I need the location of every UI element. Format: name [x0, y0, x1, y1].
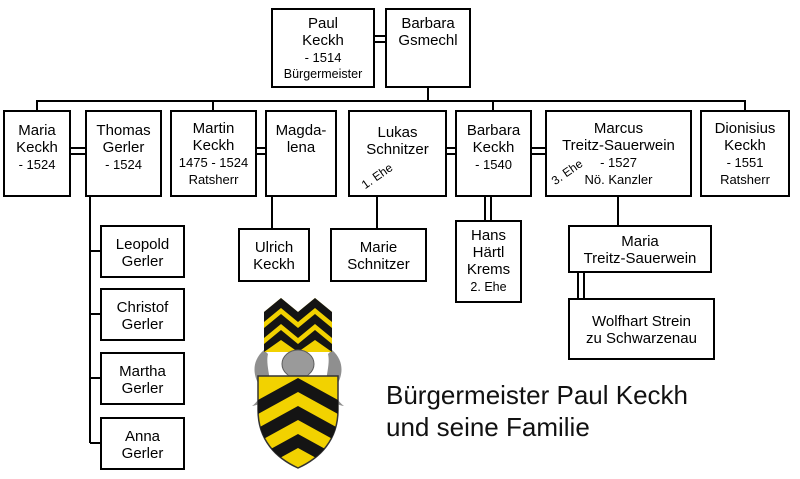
person-box-leopold-gerler: Leopold Gerler: [100, 225, 185, 278]
person-box-christof-gerler: Christof Gerler: [100, 288, 185, 341]
person-line: Maria: [621, 233, 659, 250]
person-line: - 1551: [726, 155, 764, 170]
person-box-thomas-gerler: Thomas Gerler - 1524: [85, 110, 162, 197]
person-line: Ulrich: [254, 239, 294, 256]
marriage-line-maria-wolfhart: [577, 273, 585, 298]
person-line: Gerler: [121, 445, 164, 462]
descent-lines-generation-1: [36, 88, 746, 110]
person-box-dionisius-keckh: Dionisius Keckh - 1551 Ratsherr: [700, 110, 790, 197]
person-line: Anna: [124, 428, 161, 445]
marriage-line-paul-barbara: [375, 35, 385, 43]
person-line: Magda-: [275, 122, 327, 139]
person-line: - 1514: [304, 50, 342, 65]
person-line: Treitz-Sauerwein: [583, 250, 697, 267]
person-box-martha-gerler: Martha Gerler: [100, 352, 185, 405]
person-box-maria-treitz-sauerwein: Maria Treitz-Sauerwein: [568, 225, 712, 273]
person-box-wolfhart-strein: Wolfhart Strein zu Schwarzenau: [568, 298, 715, 360]
person-line: 1475 - 1524: [178, 155, 249, 170]
keckh-coat-of-arms: [252, 298, 344, 469]
person-line: Ratsherr: [188, 172, 239, 187]
person-line: Keckh: [192, 137, 235, 154]
person-line: Marcus: [593, 120, 644, 137]
person-line: Keckh: [253, 256, 295, 273]
person-line: Härtl: [472, 244, 505, 261]
person-line: Keckh: [16, 139, 58, 156]
person-line: zu Schwarzenau: [586, 330, 697, 347]
person-line: Barbara: [401, 15, 455, 32]
diagram-title: Bürgermeister Paul Keckh und seine Famil…: [386, 379, 688, 443]
person-line: Gerler: [121, 253, 164, 270]
person-line: Bürgermeister: [283, 67, 363, 81]
person-box-magdalena: Magda- lena: [265, 110, 337, 197]
person-line: Ratsherr: [720, 172, 770, 187]
person-line: Krems: [466, 261, 511, 278]
person-line: Schnitzer: [347, 256, 410, 273]
person-box-marie-schnitzer: Marie Schnitzer: [330, 228, 427, 282]
marriage-order-label: 1. Ehe: [358, 160, 396, 192]
person-line: - 1540: [475, 157, 512, 172]
person-line: Schnitzer: [366, 141, 429, 158]
person-line: Gerler: [102, 139, 145, 156]
crest-wings: [264, 298, 332, 352]
person-line: Leopold: [115, 236, 170, 253]
person-line: Gerler: [121, 316, 164, 333]
descent-lines-generation-3: [271, 197, 619, 228]
diagram-title-line1: Bürgermeister Paul Keckh: [386, 380, 689, 410]
person-line: Barbara: [466, 122, 521, 139]
person-box-maria-keckh: Maria Keckh - 1524: [3, 110, 71, 197]
person-line: Martha: [119, 363, 166, 380]
person-box-hans-haertl: Hans Härtl Krems 2. Ehe: [455, 220, 522, 303]
person-line: lena: [286, 139, 316, 156]
person-box-anna-gerler: Anna Gerler: [100, 417, 185, 470]
person-line: Gerler: [121, 380, 164, 397]
person-line: - 1524: [105, 157, 142, 172]
person-line: Keckh: [302, 32, 344, 49]
person-box-paul-keckh: Paul Keckh - 1514 Bürgermeister: [271, 8, 375, 88]
person-box-barbara-gsmechl: Barbara Gsmechl: [385, 8, 471, 88]
person-line: Thomas: [96, 122, 151, 139]
person-line: Keckh: [724, 137, 766, 154]
person-line: Keckh: [472, 139, 515, 156]
person-line: - 1524: [18, 157, 56, 172]
shield: [257, 375, 339, 469]
person-line: Gsmechl: [398, 32, 458, 49]
person-line: Maria: [18, 122, 56, 139]
person-line: Nö. Kanzler: [584, 172, 653, 187]
person-box-lukas-schnitzer: Lukas Schnitzer 1. Ehe: [348, 110, 447, 197]
person-line: Lukas: [377, 124, 418, 141]
diagram-title-line2: und seine Familie: [386, 412, 590, 442]
person-line: - 1527: [600, 155, 637, 170]
person-box-marcus-treitz-sauerwein: Marcus Treitz-Sauerwein - 1527 Nö. Kanzl…: [545, 110, 692, 197]
person-line: Dionisius: [714, 120, 776, 137]
person-line: Paul: [307, 15, 339, 32]
person-line: Martin: [192, 120, 235, 137]
person-line: Treitz-Sauerwein: [562, 137, 675, 154]
person-line: Christof: [116, 299, 169, 316]
marriage-order-label: 2. Ehe: [470, 280, 507, 294]
person-box-martin-keckh: Martin Keckh 1475 - 1524 Ratsherr: [170, 110, 257, 197]
person-line: Wolfhart Strein: [592, 313, 691, 330]
person-line: Marie: [359, 239, 398, 256]
person-box-ulrich-keckh: Ulrich Keckh: [238, 228, 310, 282]
gerler-children-connector: [89, 197, 100, 444]
person-line: Hans: [470, 227, 507, 244]
person-box-barbara-keckh: Barbara Keckh - 1540: [455, 110, 532, 197]
marriage-line-barbara-hans: [484, 197, 492, 220]
